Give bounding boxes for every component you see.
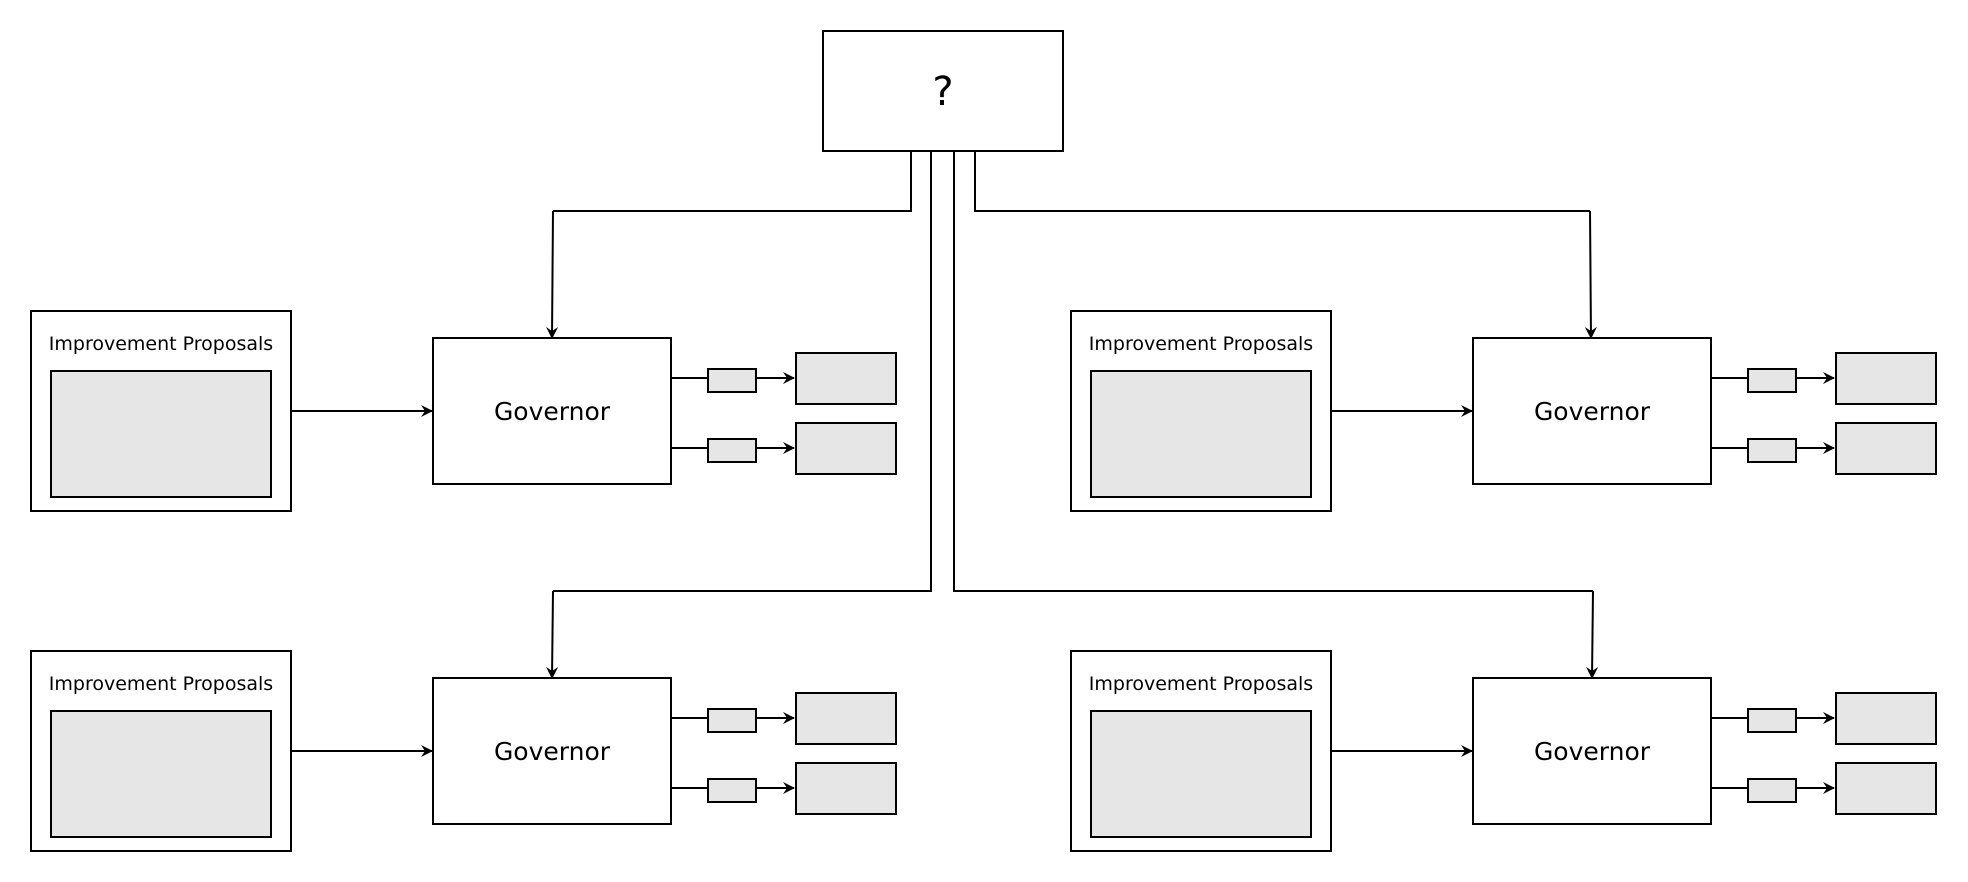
arrow-to-governor-1 [546, 210, 559, 339]
output-target-box [1835, 762, 1937, 815]
proposals-placeholder [1090, 370, 1312, 498]
governor-box [1472, 337, 1712, 485]
governor-label: Governor [1534, 397, 1651, 426]
arrow-to-governor-3 [546, 590, 559, 679]
connector-bottom-right [953, 151, 1593, 592]
output-target-box [795, 352, 897, 405]
governor-box [1472, 677, 1712, 825]
governance-unit: Improvement Proposals Governor [1070, 310, 1937, 512]
top-connectors [546, 151, 1599, 679]
output-small-box [1747, 368, 1797, 393]
output-target-box [1835, 692, 1937, 745]
top-node: ? [822, 30, 1064, 152]
output-small-box [1747, 438, 1797, 463]
output-small-box [707, 438, 757, 463]
governance-unit: Improvement Proposals Governor [30, 650, 897, 852]
improvement-proposals-label: Improvement Proposals [49, 673, 273, 695]
top-box-label: ? [932, 69, 953, 115]
connector-top-left [553, 151, 912, 212]
output-target-box [795, 422, 897, 475]
governor-box [432, 677, 672, 825]
improvement-proposals-label: Improvement Proposals [49, 333, 273, 355]
output-target-box [1835, 352, 1937, 405]
governor-box [432, 337, 672, 485]
output-small-box [1747, 778, 1797, 803]
top-box [822, 30, 1064, 152]
output-target-box [795, 692, 897, 745]
governance-unit: Improvement Proposals Governor [30, 310, 897, 512]
governance-unit: Improvement Proposals Governor [1070, 650, 1937, 852]
improvement-proposals-label: Improvement Proposals [1089, 333, 1313, 355]
output-small-box [1747, 708, 1797, 733]
connector-bottom-left [553, 151, 932, 592]
output-small-box [707, 708, 757, 733]
governor-label: Governor [494, 737, 611, 766]
governor-label: Governor [1534, 737, 1651, 766]
output-target-box [1835, 422, 1937, 475]
arrow-to-governor-4 [1586, 590, 1599, 679]
output-small-box [707, 778, 757, 803]
proposals-placeholder [50, 370, 272, 498]
output-target-box [795, 762, 897, 815]
connector-top-right [974, 151, 1590, 212]
proposals-placeholder [1090, 710, 1312, 838]
improvement-proposals-label: Improvement Proposals [1089, 673, 1313, 695]
proposals-placeholder [50, 710, 272, 838]
output-small-box [707, 368, 757, 393]
governor-label: Governor [494, 397, 611, 426]
arrow-to-governor-2 [1584, 210, 1597, 339]
